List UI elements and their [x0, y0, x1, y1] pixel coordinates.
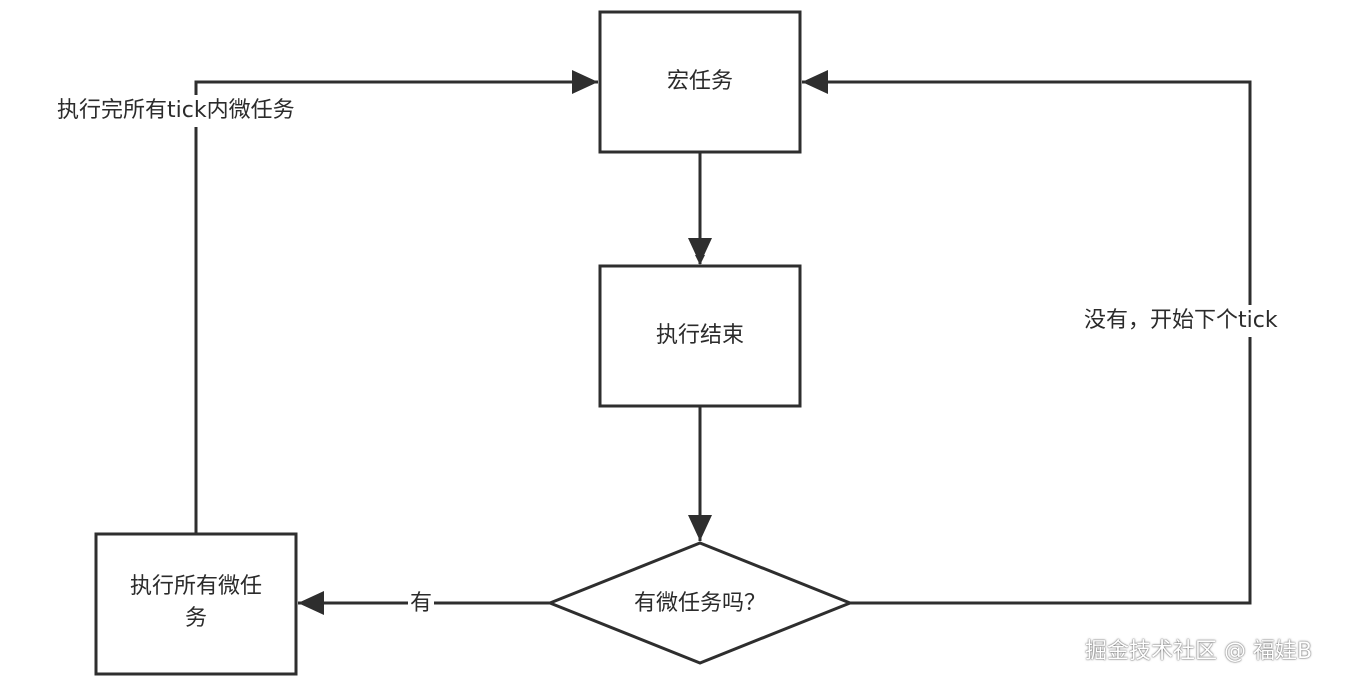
arrowhead-decision-to-macro: [802, 70, 828, 94]
watermark: 掘金技术社区 @ 福娃B: [1085, 639, 1313, 664]
arrowhead-micro-to-macro: [572, 70, 598, 94]
yes-edge-label: 有: [408, 590, 435, 618]
has-microtask-label: 有微任务吗？: [633, 591, 766, 616]
arrowhead-end-to-decision: [688, 515, 712, 541]
arrow-micro-to-macro: [194, 80, 598, 534]
exec-all-microtasks-box: [94, 532, 298, 676]
exec-all-microtasks-label-line2: 务: [184, 606, 207, 631]
exec-end-label: 执行结束: [655, 323, 744, 348]
exec-end-box: [598, 264, 802, 408]
macro-task-label: 宏任务: [666, 69, 733, 94]
after-microtasks-edge-label: 执行完所有tick内微任务: [55, 95, 297, 127]
no-edge-label: 没有，开始下个tick: [1082, 305, 1280, 337]
has-microtask-decision: [545, 541, 855, 665]
arrow-decision-to-macro: [802, 80, 1252, 605]
arrowhead-decision-to-micro: [298, 591, 324, 615]
exec-all-microtasks-label-line1: 执行所有微任: [129, 574, 262, 599]
arrowhead-macro-to-end: [688, 238, 712, 264]
macro-task-box: [598, 10, 802, 154]
